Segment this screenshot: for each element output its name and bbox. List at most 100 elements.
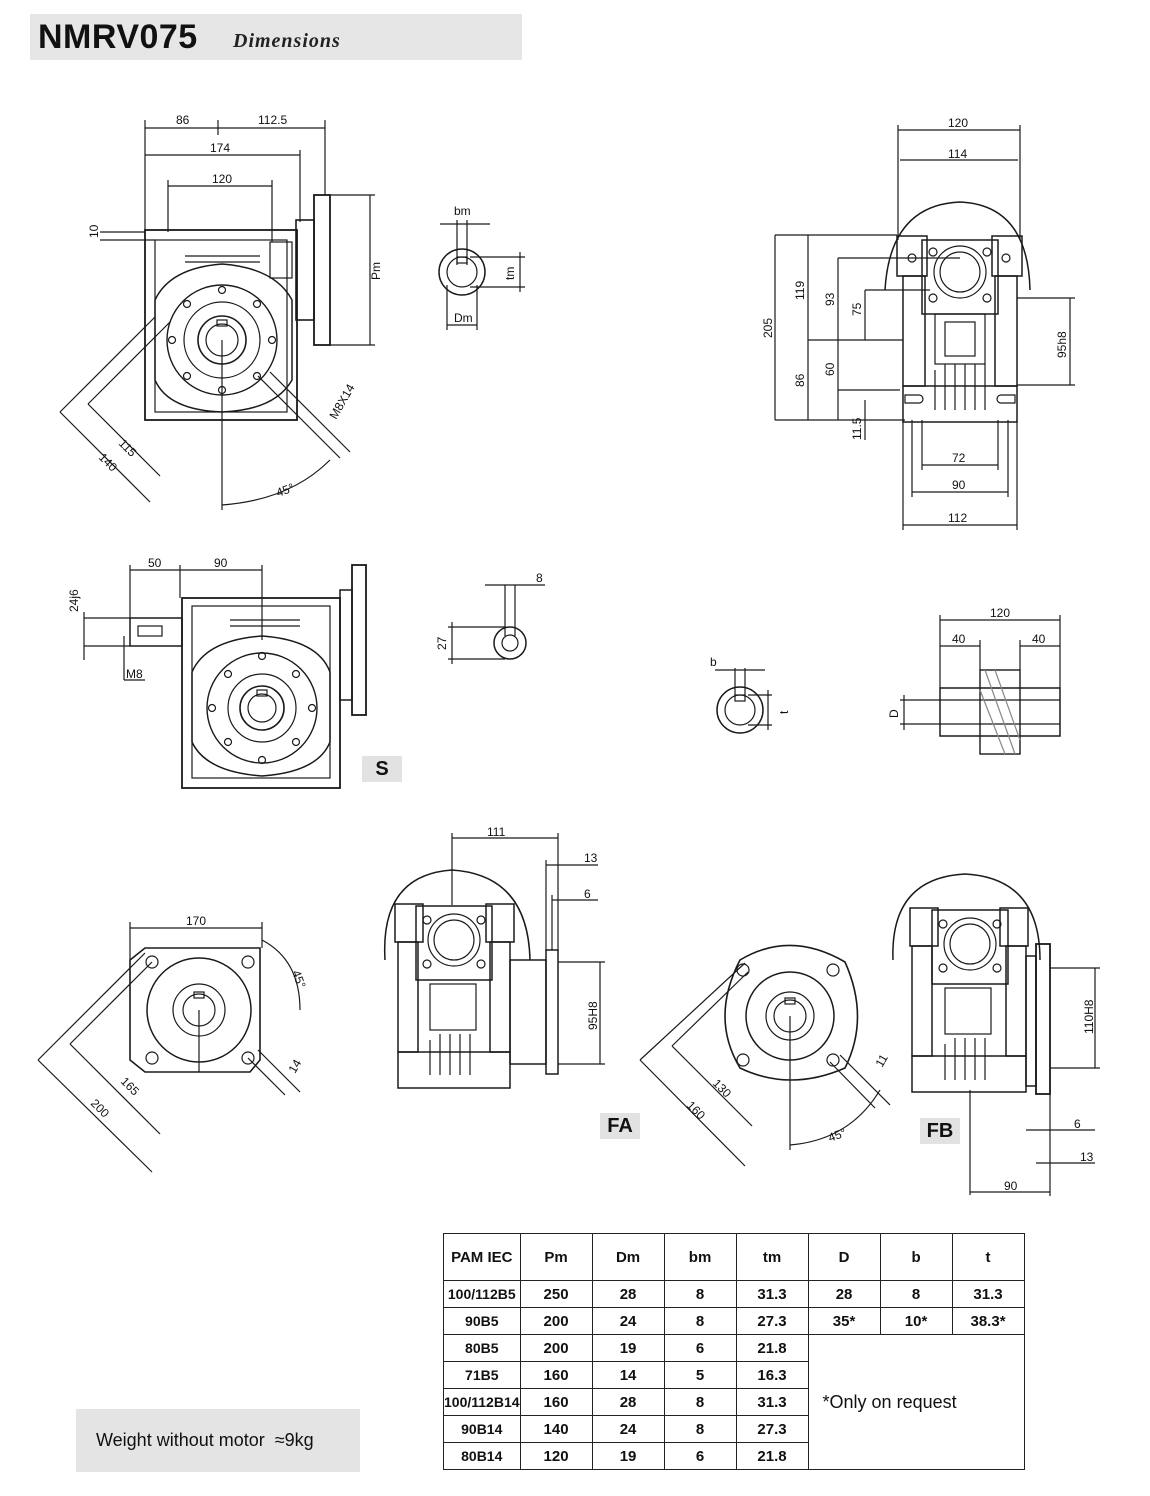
dim-90: 90 bbox=[952, 478, 966, 492]
cell-bm: 8 bbox=[663, 1280, 737, 1308]
dim-10: 10 bbox=[87, 224, 101, 238]
cell-tm: 21.8 bbox=[735, 1442, 809, 1470]
cell-tm: 16.3 bbox=[735, 1361, 809, 1389]
cell-bm: 5 bbox=[663, 1361, 737, 1389]
square-flange-view bbox=[37, 922, 301, 1173]
dim-130: 130 bbox=[710, 1076, 734, 1100]
cell-t: 31.3 bbox=[951, 1280, 1025, 1308]
header-dm: Dm bbox=[591, 1233, 665, 1281]
header-b: b bbox=[879, 1233, 953, 1281]
cell-pam-iec: 71B5 bbox=[443, 1361, 521, 1389]
cell-pm: 200 bbox=[519, 1307, 593, 1335]
cell-dm: 19 bbox=[591, 1442, 665, 1470]
cell-pm: 140 bbox=[519, 1415, 593, 1443]
header-bm: bm bbox=[663, 1233, 737, 1281]
keyway-view bbox=[715, 668, 772, 734]
dim-140: 140 bbox=[96, 450, 120, 474]
cell-tm: 27.3 bbox=[735, 1415, 809, 1443]
cell-bm: 8 bbox=[663, 1307, 737, 1335]
cell-pam-iec: 100/112B14 bbox=[443, 1388, 521, 1416]
dim-24j6: 24j6 bbox=[67, 589, 81, 612]
cell-pam-iec: 100/112B5 bbox=[443, 1280, 521, 1308]
cell-pm: 250 bbox=[519, 1280, 593, 1308]
table-row: 100/112B5 250 28 8 31.3 28 8 31.3 bbox=[443, 1280, 1025, 1308]
dim-pm: Pm bbox=[369, 262, 383, 280]
cell-pm: 120 bbox=[519, 1442, 593, 1470]
table-header-row: PAM IEC Pm Dm bm tm D b t bbox=[443, 1233, 1025, 1281]
dim-174: 174 bbox=[210, 141, 230, 155]
dim-112: 112 bbox=[948, 511, 967, 525]
cell-pm: 200 bbox=[519, 1334, 593, 1362]
cell-t: 38.3* bbox=[951, 1307, 1025, 1335]
dim-angle-45: 45° bbox=[289, 968, 308, 990]
dim-40-left: 40 bbox=[952, 632, 966, 646]
dim-205: 205 bbox=[761, 318, 775, 338]
dim-75: 75 bbox=[850, 302, 864, 316]
page-subtitle: Dimensions bbox=[233, 30, 341, 52]
dim-93: 93 bbox=[823, 292, 837, 306]
dim-14: 14 bbox=[285, 1057, 304, 1076]
dim-13: 13 bbox=[584, 851, 598, 865]
header-t: t bbox=[951, 1233, 1025, 1281]
dim-95h8-fa: 95H8 bbox=[586, 1001, 600, 1030]
dim-13: 13 bbox=[1080, 1150, 1094, 1164]
dim-120: 120 bbox=[990, 606, 1010, 620]
weight-label: Weight without motor bbox=[96, 1430, 265, 1450]
table-row: 90B5 200 24 8 27.3 35* 10* 38.3* bbox=[443, 1307, 1025, 1335]
dim-120: 120 bbox=[212, 172, 232, 186]
header-tm: tm bbox=[735, 1233, 809, 1281]
table-row: 80B5 200 19 6 21.8 *Only on request bbox=[443, 1334, 1025, 1470]
side-view bbox=[774, 125, 1075, 530]
dim-40-right: 40 bbox=[1032, 632, 1046, 646]
cell-dm: 28 bbox=[591, 1388, 665, 1416]
dim-6: 6 bbox=[584, 887, 591, 901]
cell-tm: 31.3 bbox=[735, 1388, 809, 1416]
fb-view bbox=[892, 873, 1100, 1196]
cell-pam-iec: 80B5 bbox=[443, 1334, 521, 1362]
dim-8: 8 bbox=[536, 571, 543, 585]
cell-pam-iec: 80B14 bbox=[443, 1442, 521, 1470]
dim-111: 111 bbox=[487, 825, 506, 839]
cell-b: 8 bbox=[879, 1280, 953, 1308]
weight-info: Weight without motor ≈9kg bbox=[76, 1409, 360, 1472]
dimensions-table: PAM IEC Pm Dm bm tm D b t 100/112B5 250 … bbox=[443, 1233, 1025, 1470]
cell-pam-iec: 90B5 bbox=[443, 1307, 521, 1335]
dim-m8: M8 bbox=[126, 667, 143, 681]
cell-bm: 6 bbox=[663, 1442, 737, 1470]
dim-11-5: 11.5 bbox=[850, 417, 864, 440]
cell-dm: 14 bbox=[591, 1361, 665, 1389]
cell-bm: 6 bbox=[663, 1334, 737, 1362]
dim-t: t bbox=[777, 710, 791, 714]
header-pm: Pm bbox=[519, 1233, 593, 1281]
cell-tm: 31.3 bbox=[735, 1280, 809, 1308]
fa-view bbox=[383, 833, 605, 1089]
dim-d: D bbox=[887, 709, 901, 718]
model-name: NMRV075 bbox=[38, 18, 198, 56]
header-d: D bbox=[807, 1233, 881, 1281]
dim-tm: tm bbox=[503, 267, 517, 280]
cell-bm: 8 bbox=[663, 1388, 737, 1416]
table-row: 71B5 160 14 5 16.3 bbox=[443, 1361, 1025, 1389]
cell-dm: 24 bbox=[591, 1307, 665, 1335]
round-flange-view bbox=[639, 944, 891, 1167]
cell-pm: 160 bbox=[519, 1388, 593, 1416]
dim-86: 86 bbox=[176, 113, 190, 127]
cell-dm: 28 bbox=[591, 1280, 665, 1308]
variant-tag-fa: FA bbox=[600, 1113, 640, 1139]
dim-b: b bbox=[710, 655, 717, 669]
output-bore-view bbox=[438, 220, 525, 330]
shaft-end-view bbox=[448, 584, 545, 664]
dim-angle-45: 45° bbox=[826, 1125, 848, 1144]
dim-170: 170 bbox=[186, 914, 206, 928]
dim-115: 115 bbox=[116, 436, 140, 460]
dim-50: 50 bbox=[148, 556, 162, 570]
variant-tag-fb: FB bbox=[920, 1118, 960, 1144]
dim-m8x14: M8X14 bbox=[326, 381, 357, 421]
table-row: 80B14 120 19 6 21.8 bbox=[443, 1442, 1025, 1470]
front-view bbox=[59, 120, 375, 510]
cell-dm: 24 bbox=[591, 1415, 665, 1443]
cell-pam-iec: 90B14 bbox=[443, 1415, 521, 1443]
dim-60: 60 bbox=[823, 362, 837, 376]
dim-114: 114 bbox=[948, 147, 967, 161]
